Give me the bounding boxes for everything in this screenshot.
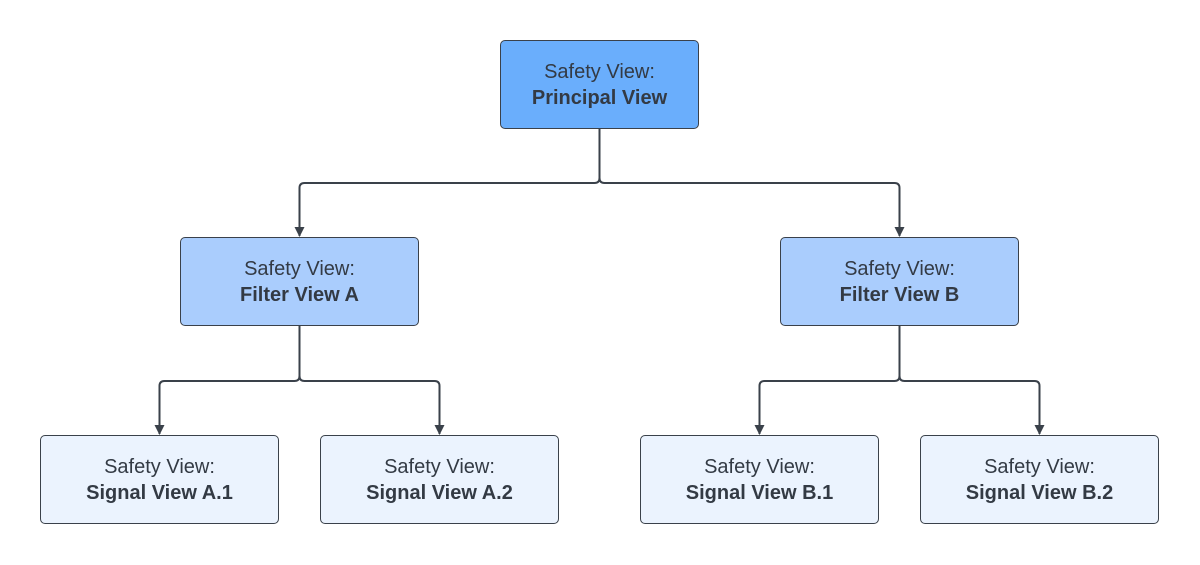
node-signal-view-a2[interactable]: Safety View: Signal View A.2: [320, 435, 559, 524]
node-caption: Safety View:: [544, 60, 655, 83]
node-signal-view-b1[interactable]: Safety View: Signal View B.1: [640, 435, 879, 524]
node-filter-view-b[interactable]: Safety View: Filter View B: [780, 237, 1019, 326]
node-title: Filter View B: [839, 283, 960, 306]
node-caption: Safety View:: [844, 257, 955, 280]
connector-arrow: [294, 129, 601, 237]
node-caption: Safety View:: [384, 455, 495, 478]
node-title: Signal View B.1: [685, 481, 834, 504]
node-title: Signal View A.2: [366, 481, 513, 504]
node-title: Principal View: [531, 86, 668, 109]
node-filter-view-a[interactable]: Safety View: Filter View A: [180, 237, 419, 326]
node-caption: Safety View:: [704, 455, 815, 478]
connector-arrow: [598, 129, 905, 237]
node-caption: Safety View:: [244, 257, 355, 280]
node-signal-view-b2[interactable]: Safety View: Signal View B.2: [920, 435, 1159, 524]
node-caption: Safety View:: [984, 455, 1095, 478]
node-signal-view-a1[interactable]: Safety View: Signal View A.1: [40, 435, 279, 524]
connector-arrow: [154, 326, 301, 435]
node-title: Signal View B.2: [965, 481, 1114, 504]
connector-arrow: [298, 326, 445, 435]
connector-arrow: [898, 326, 1045, 435]
node-caption: Safety View:: [104, 455, 215, 478]
node-title: Signal View A.1: [86, 481, 233, 504]
connector-arrow: [754, 326, 901, 435]
node-title: Filter View A: [240, 283, 359, 306]
node-principal-view[interactable]: Safety View: Principal View: [500, 40, 699, 129]
